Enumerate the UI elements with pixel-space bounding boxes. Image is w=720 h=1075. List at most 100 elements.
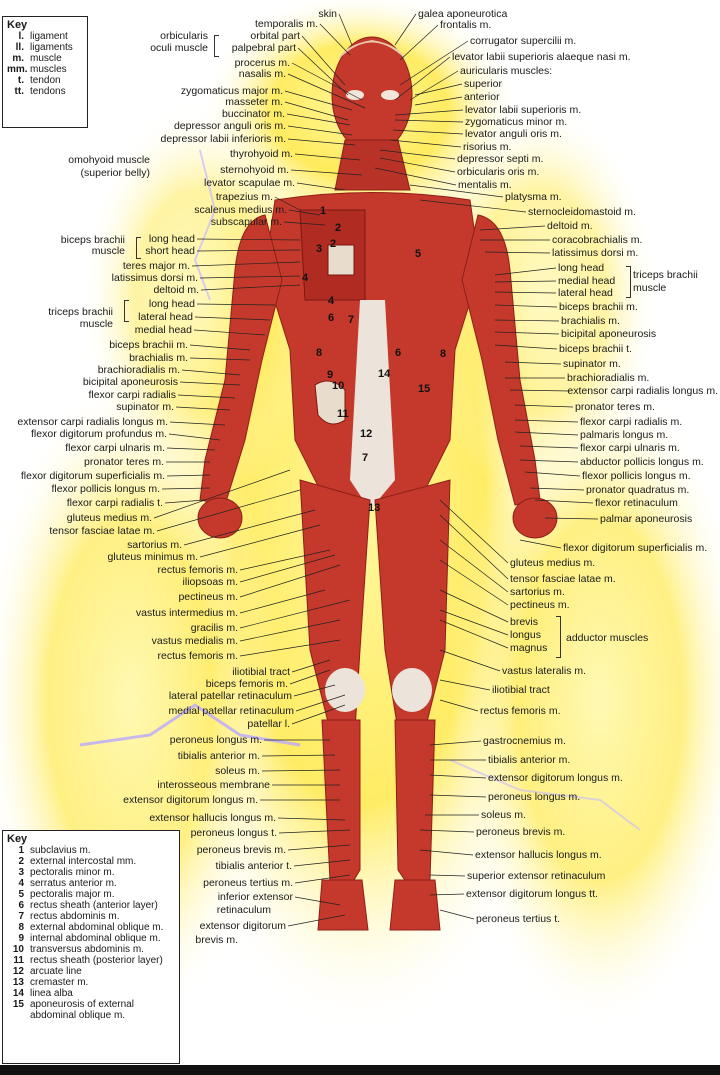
anatomy-label: muscle — [633, 282, 667, 294]
anatomy-label: trapezius m. — [215, 191, 273, 203]
anatomy-label: long head — [148, 298, 195, 310]
key-number: 7 — [18, 911, 24, 922]
anatomy-label: pronator teres m. — [84, 456, 164, 468]
anatomy-label: longus — [510, 629, 541, 641]
key-text: serratus anterior m. — [30, 878, 117, 889]
key-text: rectus sheath (anterior layer) — [30, 900, 158, 911]
anatomy-label: superior — [464, 78, 502, 90]
anatomy-label: masseter m. — [225, 96, 283, 108]
key-text: subclavius m. — [30, 845, 91, 856]
key-row: tt.tendons — [3, 86, 87, 97]
region-number: 6 — [328, 312, 335, 324]
anatomy-label: palmar aponeurosis — [600, 513, 693, 525]
anatomy-label: medial head — [134, 324, 192, 336]
anatomy-label: levator scapulae m. — [203, 177, 295, 189]
anatomy-label: flexor retinaculum — [595, 497, 678, 509]
anatomy-label: coracobrachialis m. — [552, 234, 643, 246]
key-meaning: muscles — [30, 64, 67, 75]
anatomy-label: lateral head — [138, 311, 193, 323]
anatomy-label: (superior belly) — [80, 167, 150, 179]
anatomy-label: retinaculum — [216, 904, 271, 916]
key-text: internal abdominal oblique m. — [30, 933, 161, 944]
key-abbr: mm. — [7, 64, 28, 75]
anatomy-label: zygomaticus major m. — [180, 85, 283, 97]
anatomy-label: abductor pollicis longus m. — [580, 456, 704, 468]
key-row: 9 internal abdominal oblique m. — [3, 933, 179, 944]
anatomy-label: tensor fasciae latae m. — [49, 525, 155, 537]
anatomy-label: peroneus longus t. — [190, 827, 277, 839]
anatomy-label: gluteus medius m. — [510, 557, 596, 569]
anatomy-label: triceps brachii — [633, 269, 698, 281]
anatomy-label: extensor carpi radialis longus m. — [567, 385, 718, 397]
anatomy-label: peroneus tertius t. — [476, 913, 561, 925]
anatomy-label: supinator m. — [563, 358, 621, 370]
key-row: mm.muscles — [3, 64, 87, 75]
key-text: pectoralis minor m. — [30, 867, 115, 878]
key-text: transversus abdominis m. — [30, 944, 144, 955]
region-number: 14 — [378, 368, 391, 380]
region-number: 15 — [418, 383, 431, 395]
anatomy-label: nasalis m. — [238, 68, 286, 80]
key-number: 9 — [18, 933, 24, 944]
anatomy-label: extensor carpi radialis longus m. — [17, 416, 168, 428]
region-number: 13 — [368, 502, 381, 514]
key-number: 10 — [12, 944, 24, 955]
anatomy-label: flexor pollicis longus m. — [51, 483, 160, 495]
anatomy-label: gracilis m. — [190, 622, 238, 634]
region-number: 7 — [362, 452, 369, 464]
anatomy-label: bicipital aponeurosis — [561, 328, 657, 340]
anatomy-label: peroneus longus m. — [488, 791, 581, 803]
anatomy-label: brevis m. — [195, 934, 238, 946]
anatomy-label: adductor muscles — [566, 632, 649, 644]
anatomy-label: temporalis m. — [254, 18, 318, 30]
anatomy-label: sternohyoid m. — [220, 164, 289, 176]
anatomy-label: skin — [318, 8, 337, 20]
key-meaning: muscle — [30, 53, 62, 64]
anatomy-label: flexor pollicis longus m. — [582, 470, 691, 482]
key-number: 1 — [18, 845, 24, 856]
anatomy-label: biceps brachii m. — [559, 301, 638, 313]
bottom-bar — [0, 1065, 720, 1075]
anatomy-label: palpebral part — [231, 42, 296, 54]
anatomy-label: gluteus minimus m. — [107, 551, 198, 563]
anatomy-label: lateral head — [558, 287, 613, 299]
anatomy-label: inferior extensor — [217, 891, 293, 903]
label-bracket — [214, 35, 219, 57]
anatomy-label: thyrohyoid m. — [229, 148, 293, 160]
anatomy-label: medial patellar retinaculum — [168, 705, 294, 717]
anatomy-label: soleus m. — [481, 809, 526, 821]
anatomy-label: short head — [145, 245, 195, 257]
anatomy-label: vastus intermedius m. — [135, 607, 238, 619]
key-meaning: tendons — [30, 86, 66, 97]
anatomy-label: long head — [558, 262, 605, 274]
region-number: 7 — [348, 314, 355, 326]
key-abbr: ll. — [15, 42, 24, 53]
anatomy-label: triceps brachii — [48, 306, 113, 318]
anatomy-label: flexor carpi radialis — [88, 389, 176, 401]
anatomy-label: extensor digitorum — [199, 920, 286, 932]
key-meaning: tendon — [30, 75, 61, 86]
anatomy-label: supinator m. — [116, 401, 174, 413]
key-title: Key — [7, 19, 28, 31]
region-number: 2 — [335, 222, 342, 234]
key-meaning: ligaments — [30, 42, 73, 53]
key-row: ll. ligaments — [3, 42, 87, 53]
anatomy-label: rectus femoris m. — [480, 705, 561, 717]
anatomy-label: bicipital aponeurosis — [82, 376, 178, 388]
anatomy-label: long head — [148, 233, 195, 245]
key-number: 14 — [12, 988, 24, 999]
key-text: abdominal oblique m. — [30, 1010, 126, 1021]
key-title: Key — [7, 833, 28, 845]
region-number: 6 — [395, 347, 402, 359]
region-number: 4 — [302, 272, 309, 284]
key-row: 10 transversus abdominis m. — [3, 944, 179, 955]
anatomy-label: peroneus longus m. — [169, 734, 262, 746]
anatomy-label: buccinator m. — [221, 108, 285, 120]
